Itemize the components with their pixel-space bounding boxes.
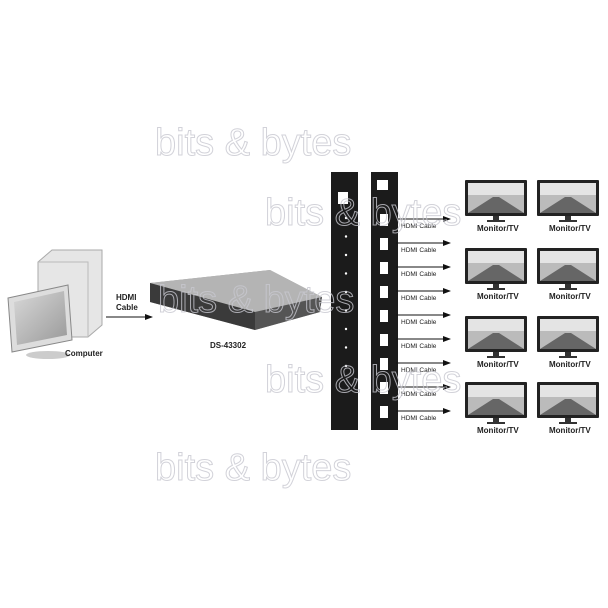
device-model-label: DS-43302 <box>210 341 247 350</box>
output-cable-label: HDMI Cable <box>401 223 437 230</box>
led-indicator <box>344 309 348 312</box>
monitor-label: Monitor/TV <box>549 224 591 233</box>
led-indicator <box>344 272 348 275</box>
monitor-icon <box>465 382 527 424</box>
output-cable-label: HDMI Cable <box>401 247 437 254</box>
watermark: bits & bytes <box>265 359 461 401</box>
input-cable-label-line2: Cable <box>116 303 138 312</box>
monitor-label: Monitor/TV <box>477 224 519 233</box>
monitor-icon <box>465 248 527 290</box>
hdmi-port <box>380 382 388 394</box>
output-cable-label: HDMI Cable <box>401 367 437 374</box>
ir-window <box>338 192 348 204</box>
hdmi-port <box>380 358 388 370</box>
hdmi-port <box>380 286 388 298</box>
output-cable-label: HDMI Cable <box>401 271 437 278</box>
monitor-icon <box>537 382 599 424</box>
hdmi-port <box>380 406 388 418</box>
monitor-label: Monitor/TV <box>549 292 591 301</box>
monitor-label: Monitor/TV <box>549 426 591 435</box>
monitor-icon <box>465 316 527 358</box>
hdmi-port <box>380 262 388 274</box>
led-indicator <box>344 216 348 220</box>
led-indicator <box>344 290 348 294</box>
led-indicator <box>344 327 348 331</box>
watermarks: bits & bytes bits & bytes bits & bytes b… <box>155 122 462 490</box>
hdmi-port <box>380 238 388 250</box>
watermark: bits & bytes <box>265 192 461 234</box>
output-cable-label: HDMI Cable <box>401 343 437 350</box>
monitors: Monitor/TV Monitor/TV Monitor/TV Monitor/TV… <box>465 180 599 435</box>
watermark: bits & bytes <box>158 279 354 321</box>
monitor-icon <box>537 180 599 222</box>
monitor-icon <box>537 248 599 290</box>
front-panel-body <box>331 172 358 430</box>
led-indicator <box>344 235 348 238</box>
hdmi-port <box>380 310 388 322</box>
led-indicator <box>344 253 348 257</box>
splitter-device <box>150 270 322 330</box>
output-cable-label: HDMI Cable <box>401 415 437 422</box>
monitor-icon <box>465 180 527 222</box>
monitor-label: Monitor/TV <box>477 292 519 301</box>
monitor-label: Monitor/TV <box>477 426 519 435</box>
watermark: bits & bytes <box>155 122 351 164</box>
monitor-label: Monitor/TV <box>477 360 519 369</box>
hdmi-port <box>380 334 388 346</box>
computer-label: Computer <box>65 349 103 358</box>
monitor-label: Monitor/TV <box>549 360 591 369</box>
power-port <box>377 180 388 190</box>
hdmi-port <box>380 214 388 226</box>
led-indicator <box>344 364 348 368</box>
output-cable-label: HDMI Cable <box>401 391 437 398</box>
front-panel <box>331 172 358 430</box>
led-indicator <box>344 346 348 349</box>
computer-icon <box>7 249 103 359</box>
input-cable-label-line1: HDMI <box>116 293 136 302</box>
rear-panel <box>371 172 398 430</box>
watermark: bits & bytes <box>155 447 351 489</box>
output-cable-label: HDMI Cable <box>401 295 437 302</box>
monitor-icon <box>537 316 599 358</box>
output-cable-label: HDMI Cable <box>401 319 437 326</box>
